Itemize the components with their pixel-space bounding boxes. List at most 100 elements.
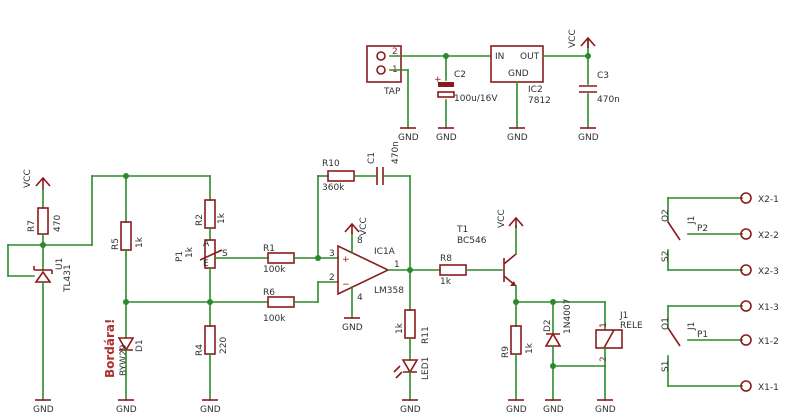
svg-text:1: 1	[599, 322, 609, 328]
svg-text:X1-2: X1-2	[758, 337, 779, 347]
svg-text:J1: J1	[687, 322, 697, 331]
j1-rele: RELE	[620, 321, 643, 331]
vcc-label-transistor: VCC	[497, 209, 507, 228]
r10-value: 360k	[322, 183, 345, 193]
p1-s: S	[222, 249, 228, 259]
svg-text:O2: O2	[661, 209, 671, 222]
terminal-x2-3	[740, 264, 752, 276]
t1-value: BC546	[457, 236, 487, 246]
ic2-out: OUT	[520, 52, 540, 62]
r6-name: R6	[263, 288, 275, 298]
r2-name: R2	[195, 214, 205, 226]
d1-value: BYW29	[119, 344, 129, 376]
c2-capacitor	[438, 82, 454, 87]
svg-text:GND: GND	[436, 133, 457, 143]
gnd-label: GND	[116, 405, 137, 415]
d2-name: D2	[543, 319, 553, 332]
r8-resistor	[439, 264, 467, 276]
c2-value: 100u/16V	[454, 94, 498, 104]
r10-name: R10	[322, 159, 340, 169]
terminal-x2-2	[740, 228, 752, 240]
svg-text:+: +	[342, 255, 350, 265]
r2-resistor	[204, 199, 216, 229]
terminal-x1-2	[740, 334, 752, 346]
r1-value: 100k	[263, 265, 286, 275]
svg-text:X2-3: X2-3	[758, 267, 779, 277]
ic2-gnd-pin: GND	[508, 69, 529, 79]
r5-name: R5	[111, 238, 121, 250]
svg-text:X1-3: X1-3	[758, 303, 779, 313]
ic2-name: IC2	[528, 85, 543, 95]
svg-text:2: 2	[599, 356, 609, 362]
j1-relay-coil	[595, 329, 623, 349]
p1-a: A	[203, 239, 210, 249]
d2-value: 1N4007	[563, 299, 573, 334]
reference-section: VCC R7 470 TL431 U1 GND	[7, 169, 211, 415]
svg-text:O1: O1	[661, 317, 671, 330]
p1-name: P1	[175, 251, 185, 262]
r10-resistor	[327, 170, 355, 182]
c1-value: 470n	[391, 141, 401, 164]
r11-value: 1k	[395, 322, 405, 334]
r9-value: 1k	[525, 342, 535, 354]
r7-resistor	[37, 207, 49, 235]
svg-text:J1: J1	[687, 216, 697, 225]
led1-diode	[401, 359, 419, 374]
r9-resistor	[510, 325, 522, 355]
d2-diode	[544, 332, 562, 347]
gnd-label: GND	[200, 405, 221, 415]
r4-value: 220	[219, 337, 229, 354]
r9-name: R9	[501, 346, 511, 358]
led1-name: LED1	[421, 357, 431, 380]
svg-text:−: −	[342, 280, 350, 290]
svg-text:1: 1	[394, 260, 400, 270]
tap-connector	[366, 45, 402, 83]
relay-contacts: O2 J1 P2 S2 X2-1 X2-2 X2-3 O1 J1 P1 S1 X…	[661, 192, 779, 393]
c3-value: 470n	[597, 95, 620, 105]
svg-text:4: 4	[357, 293, 363, 303]
r7-name: R7	[27, 220, 37, 232]
svg-text:X2-1: X2-1	[758, 195, 779, 205]
t1-name: T1	[456, 225, 468, 235]
svg-text:GND: GND	[578, 133, 599, 143]
gnd-label: GND	[543, 405, 564, 415]
ic1-value: LM358	[374, 286, 404, 296]
gnd-symbols-top: GND GND GND GND	[398, 127, 599, 143]
r4-resistor	[204, 325, 216, 355]
gnd-label: GND	[400, 405, 421, 415]
terminal-x1-1	[740, 380, 752, 392]
vcc-label-left: VCC	[23, 169, 33, 188]
svg-text:X2-2: X2-2	[758, 231, 779, 241]
r7-value: 470	[53, 215, 63, 232]
j1-name: J1	[619, 311, 628, 321]
u1-name: U1	[55, 258, 65, 270]
svg-text:GND: GND	[398, 133, 419, 143]
bordara-note: Bordára!	[103, 319, 117, 378]
svg-text:2: 2	[329, 273, 335, 283]
vcc-arrow-icon	[580, 36, 596, 48]
opamp-stage: R1 100k R6 100k R10 360k C1 470n + − IC1…	[263, 141, 441, 415]
gnd-label: GND	[595, 405, 616, 415]
gnd-label: GND	[506, 405, 527, 415]
tl431-symbol	[34, 270, 52, 283]
svg-text:X1-1: X1-1	[758, 383, 779, 393]
c1-name: C1	[367, 152, 377, 164]
r1-resistor	[267, 252, 295, 264]
svg-text:+: +	[434, 75, 442, 85]
divider-section: R5 1k D1 BYW29 Bordára! GND R2 1k P1 1k …	[103, 175, 269, 415]
ic2-in: IN	[495, 52, 504, 62]
power-supply: 2 1 TAP + C2 100u/16V IN OUT GND IC2 781…	[366, 29, 620, 143]
svg-text:P1: P1	[697, 330, 708, 340]
ic1-name: IC1A	[374, 247, 396, 257]
gnd-label: GND	[33, 405, 54, 415]
tap-label: TAP	[383, 87, 401, 97]
r11-resistor	[404, 309, 416, 339]
vcc-label-opamp: VCC	[359, 217, 369, 236]
svg-text:GND: GND	[507, 133, 528, 143]
d1-name: D1	[135, 339, 145, 352]
ic1a-opamp	[337, 244, 390, 296]
r8-name: R8	[440, 254, 452, 264]
r6-resistor	[267, 296, 295, 308]
